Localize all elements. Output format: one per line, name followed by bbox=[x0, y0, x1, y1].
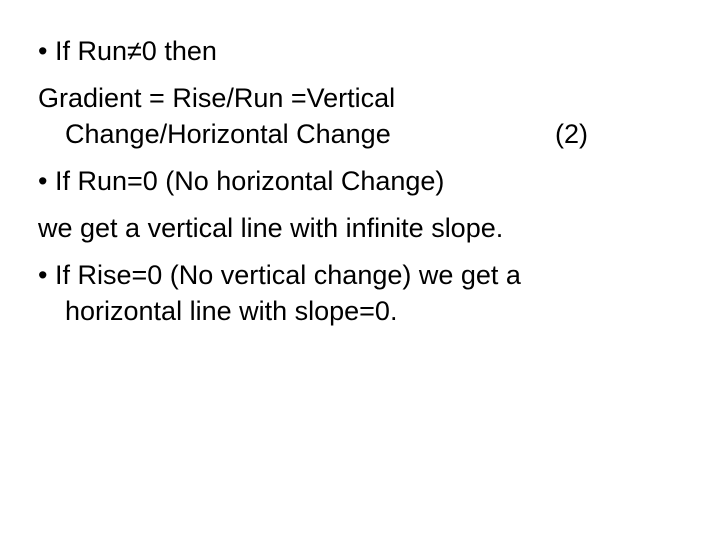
gradient-definition-continued: Change/Horizontal Change bbox=[65, 119, 391, 149]
bullet-run-zero: • If Run=0 (No horizontal Change) bbox=[38, 166, 445, 196]
vertical-line-statement: we get a vertical line with infinite slo… bbox=[38, 213, 504, 243]
bullet-run-nonzero: • If Run≠0 then bbox=[38, 36, 217, 66]
equation-number: (2) bbox=[555, 119, 588, 149]
bullet-rise-zero: • If Rise=0 (No vertical change) we get … bbox=[38, 260, 521, 290]
horizontal-line-statement: horizontal line with slope=0. bbox=[65, 296, 398, 326]
gradient-definition: Gradient = Rise/Run =Vertical bbox=[38, 83, 396, 113]
